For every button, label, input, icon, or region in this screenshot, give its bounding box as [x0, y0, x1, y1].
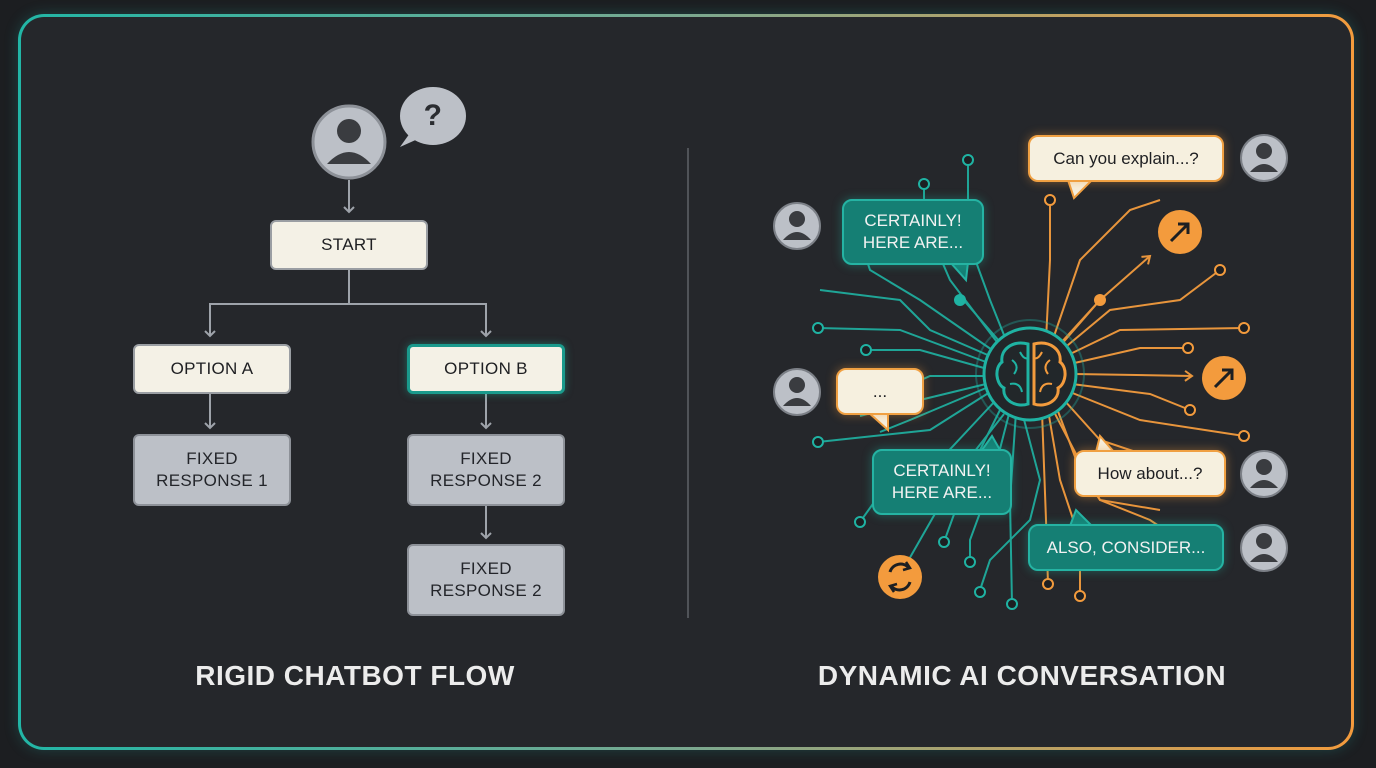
- user-avatar-icon-right-mid: [1240, 450, 1288, 498]
- refresh-icon: [878, 555, 922, 599]
- user-avatar-icon-right-bottom: [1240, 524, 1288, 572]
- teal-circuit-nodes: [812, 154, 1018, 610]
- user-avatar-icon-right-top: [1240, 134, 1288, 182]
- bubble-how-about: How about...?: [1074, 450, 1226, 497]
- bubble-also-consider: ALSO, CONSIDER...: [1028, 524, 1224, 571]
- option-b-node: OPTION B: [407, 344, 565, 394]
- teal-node-filled: [954, 294, 966, 306]
- start-node: START: [270, 220, 428, 270]
- fixed-response-2-node: FIXED RESPONSE 2: [407, 434, 565, 506]
- option-a-node: OPTION A: [133, 344, 291, 394]
- bubble-can-you-explain: Can you explain...?: [1028, 135, 1224, 182]
- bubble-tail: [1066, 179, 1095, 200]
- upward-arrow-icon: [1158, 210, 1202, 254]
- brain-icon: [975, 319, 1085, 429]
- rigid-flow-title: RIGID CHATBOT FLOW: [195, 660, 515, 691]
- fixed-response-1-node: FIXED RESPONSE 1: [133, 434, 291, 506]
- upward-arrow-icon-2: [1202, 356, 1246, 400]
- bubble-certainly-bottom: CERTAINLY! HERE ARE...: [872, 449, 1012, 515]
- orange-node-filled: [1094, 294, 1106, 306]
- fixed-response-2-node-repeat: FIXED RESPONSE 2: [407, 544, 565, 616]
- bubble-certainly-top: CERTAINLY! HERE ARE...: [842, 199, 984, 265]
- question-mark: ?: [423, 99, 443, 132]
- question-bubble-icon: [400, 87, 466, 147]
- user-avatar-icon-left-top: [773, 202, 821, 250]
- section-divider: [687, 148, 689, 618]
- user-avatar-icon: [311, 104, 387, 180]
- orange-circuit-nodes: [1042, 194, 1250, 602]
- bubble-ellipsis: ...: [836, 368, 924, 415]
- user-avatar-icon-left-mid: [773, 368, 821, 416]
- dynamic-ai-title: DYNAMIC AI CONVERSATION: [817, 660, 1227, 691]
